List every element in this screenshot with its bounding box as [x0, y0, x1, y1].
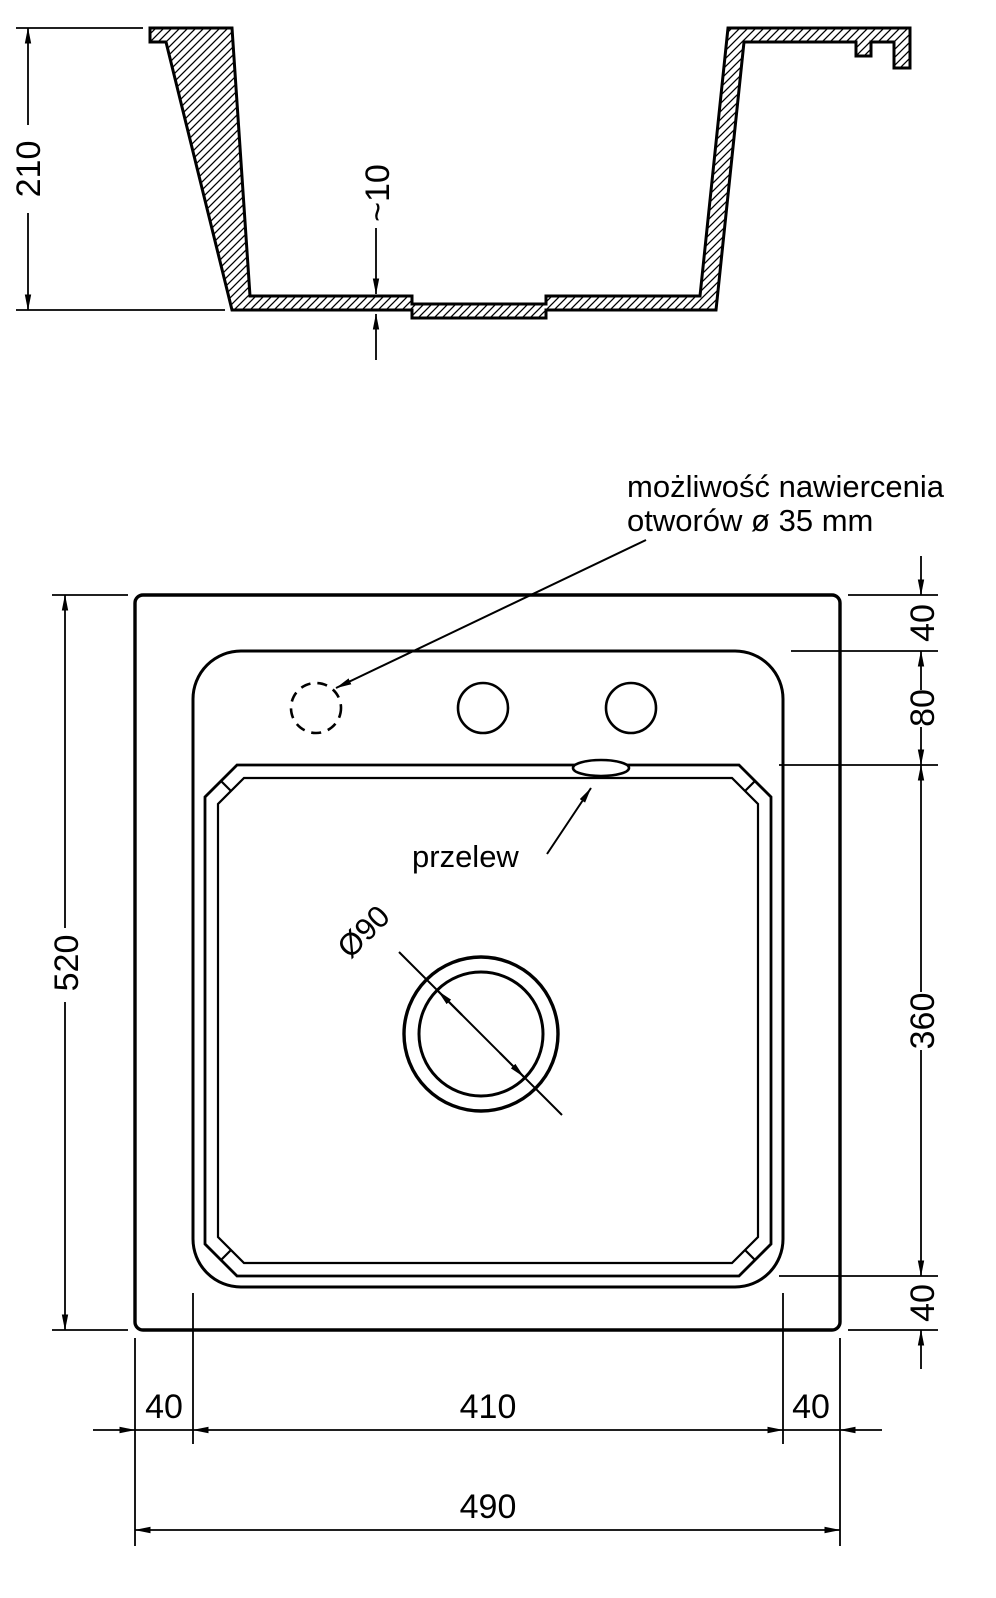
overflow-callout: przelew: [412, 787, 592, 874]
dim-label-section-height: 210: [10, 141, 48, 198]
sink-rim: [191, 649, 785, 1289]
dim-total-height: 520: [48, 594, 128, 1331]
annotation-line-1: możliwość nawiercenia: [627, 469, 945, 504]
drill-annotation: możliwość nawiercenia otworów ø 35 mm: [335, 469, 945, 689]
dim-label-basin-width: 410: [460, 1388, 517, 1426]
dim-bottom-thickness: ~10: [359, 164, 397, 360]
dim-label-deck: 80: [904, 689, 942, 727]
drain-inner-circle: [417, 970, 545, 1098]
annotation-leader: [335, 539, 647, 689]
sink-section-body: [148, 26, 912, 320]
dim-label-basin-height: 360: [904, 993, 942, 1050]
plan-view: Ø90 przelew możliwość nawiercenia otworó…: [48, 469, 945, 1546]
basin-outline: [203, 763, 773, 1278]
drain-diameter-arrow-upper: [437, 990, 463, 1016]
faucet-hole-optional-dashed: [289, 681, 343, 735]
overflow-leader: [546, 787, 592, 855]
dim-label-rim-bottom: 40: [904, 1284, 942, 1322]
cross-section-view: 210 ~10: [10, 26, 912, 360]
basin-corner-line-bl: [220, 1249, 232, 1261]
dim-label-bottom-thickness: ~10: [359, 164, 397, 222]
overflow-label: przelew: [412, 839, 519, 874]
drain-diameter-arrow-lower: [499, 1052, 525, 1078]
overflow-slot: [571, 758, 631, 778]
faucet-hole-right: [604, 681, 658, 735]
basin-inner-outline: [216, 776, 760, 1265]
basin-corner-line-tr: [744, 780, 756, 792]
dim-right-chain: 40 80 360 40: [779, 556, 942, 1369]
dim-label-total-height: 520: [48, 935, 86, 992]
faucet-hole-center: [456, 681, 510, 735]
dim-label-total-width: 490: [460, 1488, 517, 1526]
drain-diameter-line: [398, 951, 563, 1116]
dim-label-rim-top: 40: [904, 604, 942, 642]
annotation-line-2: otworów ø 35 mm: [627, 503, 873, 538]
dim-label-rim-left: 40: [145, 1388, 183, 1426]
basin-corner-line-br: [744, 1249, 756, 1261]
dim-bottom-chain: 40 410 40: [93, 1293, 882, 1546]
dim-section-height: 210: [10, 27, 225, 311]
basin-corner-line-tl: [220, 780, 232, 792]
dim-total-width: 490: [134, 1488, 841, 1534]
dim-label-rim-right: 40: [792, 1388, 830, 1426]
